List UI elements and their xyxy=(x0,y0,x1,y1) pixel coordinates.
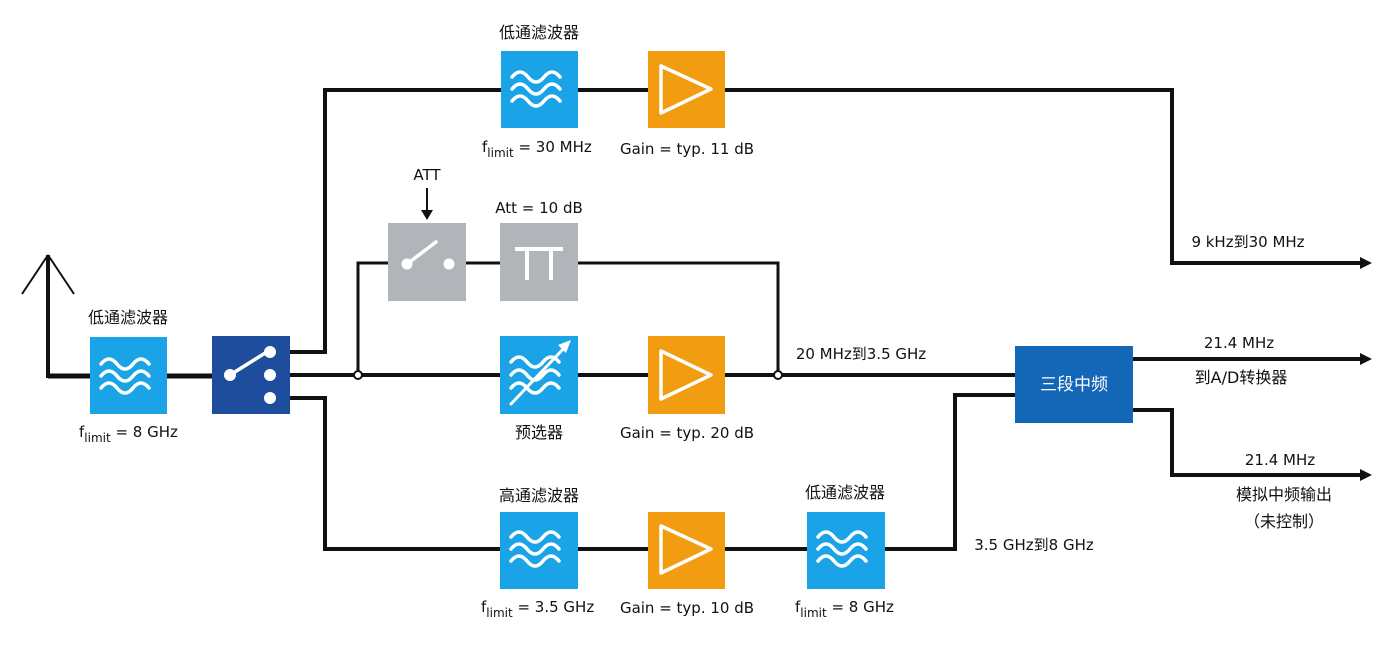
arrow-right-icon xyxy=(1360,469,1372,481)
input-switch xyxy=(212,336,290,414)
amplifier-triangle-icon xyxy=(659,349,713,401)
input-lowpass-filter xyxy=(90,337,167,414)
bottom-highpass-filter xyxy=(500,512,578,589)
if-out1-label: 到A/D转换器 xyxy=(1195,368,1288,387)
junction-dot xyxy=(773,370,783,380)
att-control-label: ATT xyxy=(413,166,441,184)
lp-filter-limit: flimit = 8 GHz xyxy=(795,598,894,620)
top-output-label: 9 kHz到30 MHz xyxy=(1191,233,1304,251)
if-out1-freq: 21.4 MHz xyxy=(1204,334,1274,352)
hp-filter-title: 高通滤波器 xyxy=(499,486,579,505)
junction-dot xyxy=(353,370,363,380)
signal-wires xyxy=(48,88,1360,551)
switch-icon xyxy=(401,240,455,270)
preselector-label: 预选器 xyxy=(515,423,563,442)
att-value-label: Att = 10 dB xyxy=(495,199,583,217)
middle-amplifier xyxy=(648,336,725,414)
antenna-icon xyxy=(21,254,75,378)
amplifier-triangle-icon xyxy=(659,64,713,115)
top-amplifier xyxy=(648,51,725,128)
if-out2-freq: 21.4 MHz xyxy=(1245,451,1315,469)
arrow-right-icon xyxy=(1360,257,1372,269)
lp-filter-title: 低通滤波器 xyxy=(805,483,885,502)
arrow-right-icon xyxy=(1360,353,1372,365)
top-amp-gain: Gain = typ. 11 dB xyxy=(620,140,754,158)
switch-icon xyxy=(224,346,276,404)
filter-wave-icon xyxy=(510,70,562,108)
pi-attenuator-icon xyxy=(515,247,563,280)
top-filter-limit: flimit = 30 MHz xyxy=(482,138,592,160)
filter-wave-icon xyxy=(99,357,151,395)
att-control-arrow xyxy=(421,188,433,220)
bottom-amplifier xyxy=(648,512,725,589)
middle-amp-gain: Gain = typ. 20 dB xyxy=(620,424,754,442)
if-out2-label-line1: 模拟中频输出 xyxy=(1236,485,1332,504)
amplifier-triangle-icon xyxy=(659,524,713,575)
input-filter-limit: flimit = 8 GHz xyxy=(79,423,178,445)
tunable-filter-icon xyxy=(509,340,571,406)
if-stage-block: 三段中频 xyxy=(1015,346,1133,423)
preselector xyxy=(500,336,578,414)
if-out2-label-line2: （未控制） xyxy=(1244,512,1324,531)
filter-wave-icon xyxy=(509,530,561,568)
bottom-lowpass-filter xyxy=(807,512,885,589)
att-switch xyxy=(388,223,466,301)
if-stage-label: 三段中频 xyxy=(1040,375,1108,395)
hp-filter-limit: flimit = 3.5 GHz xyxy=(481,598,594,620)
middle-range-label: 20 MHz到3.5 GHz xyxy=(796,345,926,363)
top-lowpass-filter xyxy=(501,51,578,128)
input-filter-title: 低通滤波器 xyxy=(88,308,168,327)
attenuator xyxy=(500,223,578,301)
bottom-amp-gain: Gain = typ. 10 dB xyxy=(620,599,754,617)
top-filter-title: 低通滤波器 xyxy=(499,23,579,42)
filter-wave-icon xyxy=(816,530,868,568)
bottom-range-label: 3.5 GHz到8 GHz xyxy=(974,536,1094,554)
